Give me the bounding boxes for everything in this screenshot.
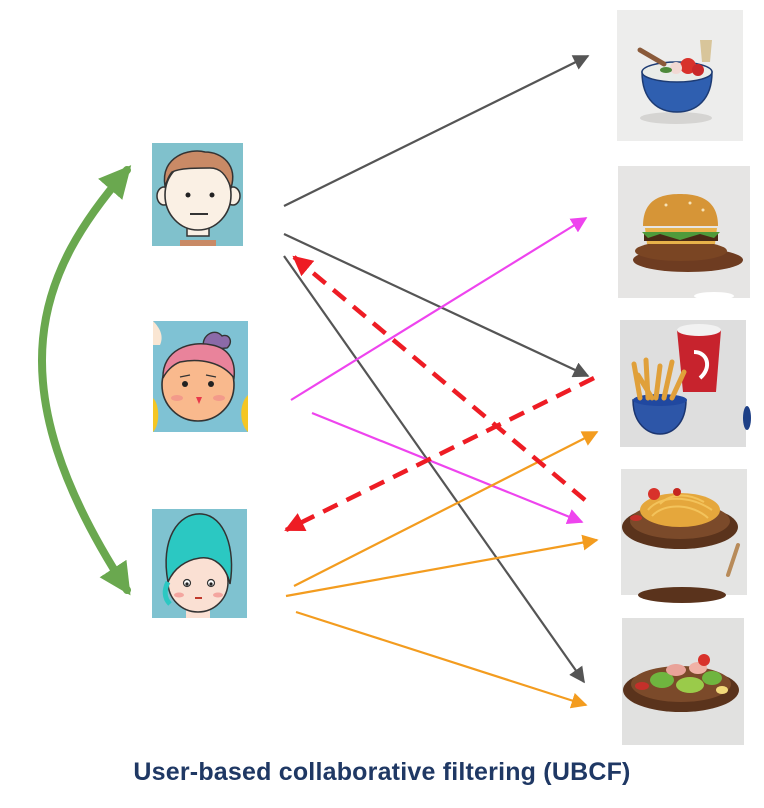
user-2-avatar bbox=[153, 321, 248, 432]
link-user3-fries bbox=[293, 431, 599, 587]
link-user1-soup bbox=[283, 55, 590, 207]
recommendation-spaghetti-to-user1 bbox=[292, 255, 587, 502]
recommendation-fries-to-user3 bbox=[284, 375, 595, 533]
salad-image bbox=[622, 618, 744, 745]
link-user3-spaghetti bbox=[285, 534, 599, 598]
user-3-avatar bbox=[152, 509, 247, 618]
burger-image bbox=[618, 166, 750, 300]
fries-and-drink-image bbox=[620, 320, 751, 447]
link-user3-salad bbox=[295, 610, 588, 709]
link-user2-spaghetti bbox=[311, 411, 584, 525]
link-user2-burger bbox=[290, 217, 588, 401]
similarity-arrow bbox=[38, 165, 132, 596]
user-1-avatar bbox=[152, 143, 243, 246]
spaghetti-image bbox=[621, 469, 747, 603]
diagram-caption: User-based collaborative filtering (UBCF… bbox=[133, 758, 631, 786]
link-user1-salad bbox=[283, 255, 585, 684]
link-user1-fries bbox=[283, 233, 590, 378]
soup-bowl-image bbox=[617, 10, 743, 141]
